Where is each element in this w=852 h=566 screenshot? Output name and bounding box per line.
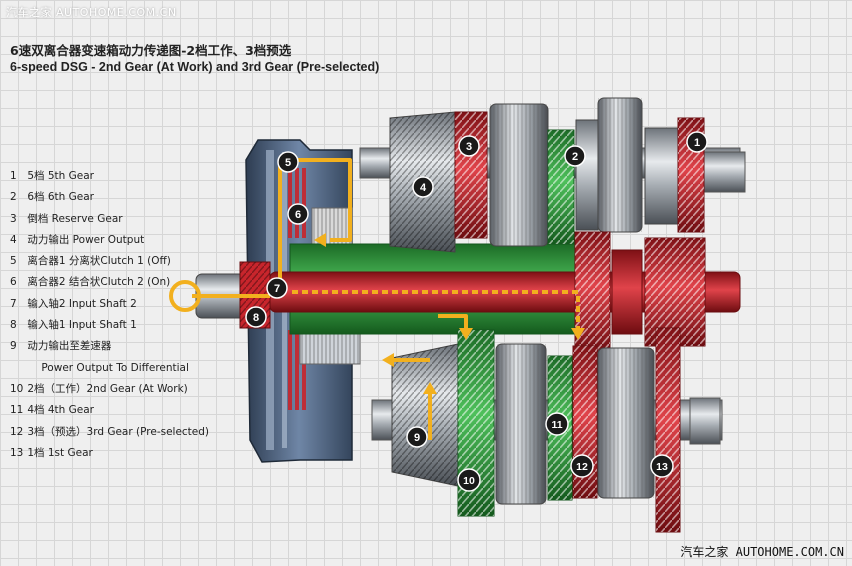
marker-13: 13 <box>650 454 674 478</box>
svg-text:11: 11 <box>551 419 562 431</box>
title-english: 6-speed DSG - 2nd Gear (At Work) and 3rd… <box>10 60 380 74</box>
legend-item: 6 离合器2 结合状Clutch 2 (On) <box>10 276 171 289</box>
marker-11: 11 <box>545 412 569 436</box>
marker-1: 1 <box>686 131 708 153</box>
power-flow-arrowheads <box>314 233 585 394</box>
svg-text:6: 6 <box>295 209 301 221</box>
gear-upper-green <box>547 129 575 245</box>
legend-item: Power Output To Differential <box>41 361 189 374</box>
svg-text:13: 13 <box>656 461 668 473</box>
marker-7: 7 <box>266 277 288 299</box>
legend-item: 13 1档 1st Gear <box>10 446 93 459</box>
marker-12: 12 <box>570 454 594 478</box>
gear-cluster-red <box>574 231 706 353</box>
legend-item: 11 4档 4th Gear <box>10 404 94 417</box>
legend-item: 4 动力输出 Power Output <box>10 233 145 246</box>
upper-synchronizer <box>489 103 549 247</box>
svg-text:10: 10 <box>463 475 475 487</box>
legend-item: 2 6档 6th Gear <box>10 191 94 204</box>
gear-1st <box>655 327 681 533</box>
power-flow-path <box>192 158 580 440</box>
watermark-bottom: 汽车之家 AUTOHOME.COM.CN <box>680 545 844 559</box>
lower-synchronizer <box>495 343 547 505</box>
title-chinese: 6速双离合器变速箱动力传递图-2档工作、3档预选 <box>10 43 292 58</box>
svg-text:3: 3 <box>466 141 472 153</box>
marker-8: 8 <box>245 306 267 328</box>
svg-text:2: 2 <box>572 151 578 163</box>
legend-item: 1 5档 5th Gear <box>10 170 94 182</box>
svg-text:8: 8 <box>253 312 259 324</box>
marker-9: 9 <box>406 426 428 448</box>
svg-text:4: 4 <box>420 182 427 194</box>
marker-6: 6 <box>287 203 309 225</box>
marker-3: 3 <box>458 135 480 157</box>
marker-4: 4 <box>412 176 434 198</box>
watermark-top: 汽车之家 AUTOHOME.COM.CN <box>6 6 177 19</box>
legend-item: 7 输入轴2 Input Shaft 2 <box>10 297 137 310</box>
svg-text:7: 7 <box>274 283 280 295</box>
svg-text:12: 12 <box>576 461 588 473</box>
svg-text:1: 1 <box>694 137 700 149</box>
gear-reverse <box>454 111 488 239</box>
legend-item: 9 动力输出至差速器 <box>10 340 112 353</box>
legend-item: 3 倒档 Reserve Gear <box>10 212 123 225</box>
legend-item: 12 3档（预选）3rd Gear (Pre-selected) <box>10 425 210 438</box>
marker-5: 5 <box>277 151 299 173</box>
legend: 1 5档 5th Gear 2 6档 6th Gear 3 倒档 Reserve… <box>10 166 225 464</box>
legend-item: 10 2档（工作）2nd Gear (At Work) <box>10 382 188 395</box>
lower-right-synchronizer <box>597 347 655 499</box>
marker-2: 2 <box>564 145 586 167</box>
legend-item: 8 输入轴1 Input Shaft 1 <box>10 319 137 332</box>
gear-output-differential <box>391 343 459 487</box>
legend-item: 5 离合器1 分离状Clutch 1 (Off) <box>10 255 171 268</box>
gear-6th <box>575 97 680 233</box>
svg-text:5: 5 <box>285 157 291 169</box>
svg-text:9: 9 <box>414 432 420 444</box>
marker-10: 10 <box>457 468 481 492</box>
